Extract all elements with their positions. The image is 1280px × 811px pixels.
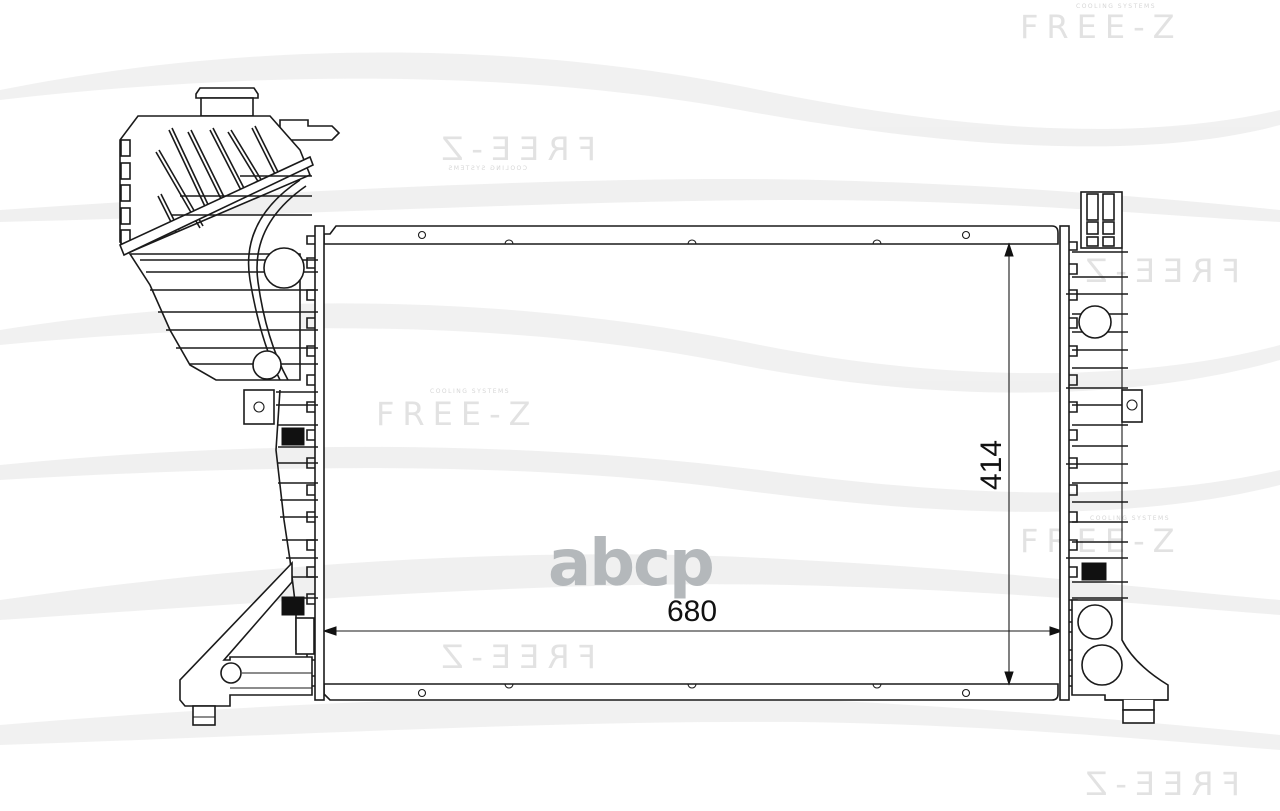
left-side-tank: [179, 225, 325, 726]
lower-hose-port: [252, 350, 282, 380]
left-bottom-peg: [192, 705, 216, 726]
radiator-core: [323, 225, 1059, 701]
left-bottom-port: [220, 662, 242, 684]
watermark-mirrored-4: FREE-Z: [1077, 765, 1240, 803]
svg-text:FREE-Z: FREE-Z: [376, 395, 539, 433]
bottom-tank-bar: [323, 683, 1059, 701]
right-upper-port: [1078, 305, 1112, 339]
height-dimension-label: 414: [975, 440, 1008, 490]
watermark-center-left: COOLING SYSTEMS FREE-Z: [376, 388, 539, 433]
watermark-mirrored-1: FREE-Z: [433, 130, 596, 168]
svg-text:FREE-Z: FREE-Z: [433, 130, 596, 168]
top-tank-bar: [323, 225, 1059, 245]
right-drain-port: [1077, 604, 1113, 640]
svg-text:FREE-Z: FREE-Z: [1020, 522, 1183, 560]
right-bottom-peg: [1122, 709, 1155, 724]
svg-text:FREE-Z: FREE-Z: [433, 638, 596, 676]
filler-cap: [195, 87, 259, 99]
watermark-mirrored-2: FREE-Z: [1077, 252, 1240, 290]
svg-text:FREE-Z: FREE-Z: [1077, 765, 1240, 803]
svg-text:COOLING SYSTEMS: COOLING SYSTEMS: [430, 388, 510, 395]
watermark-mirrored-3: FREE-Z: [433, 638, 596, 676]
expansion-tank: [118, 87, 341, 381]
left-mount-block-bottom: [281, 596, 305, 616]
svg-text:COOLING SYSTEMS: COOLING SYSTEMS: [1076, 3, 1156, 10]
watermark-top-right: COOLING SYSTEMS FREE-Z: [1020, 3, 1183, 46]
svg-text:COOLING SYSTEMS: COOLING SYSTEMS: [447, 165, 527, 172]
right-lower-hose-port: [1081, 644, 1123, 686]
right-mount-block: [1081, 562, 1107, 581]
width-dimension-label: 680: [667, 595, 717, 628]
left-mount-block-top: [281, 427, 305, 446]
dimension-height: 414: [975, 242, 1014, 686]
svg-text:FREE-Z: FREE-Z: [1020, 8, 1183, 46]
svg-text:FREE-Z: FREE-Z: [1077, 252, 1240, 290]
dimension-width: 680: [322, 595, 1064, 636]
upper-hose-port: [263, 247, 305, 289]
abcp-logo: abcp: [548, 527, 713, 601]
svg-text:COOLING SYSTEMS: COOLING SYSTEMS: [1090, 515, 1170, 522]
watermark-mirrored-1-tagline: COOLING SYSTEMS: [447, 165, 527, 172]
right-side-tank: [1059, 191, 1169, 724]
watermark-right-mid: COOLING SYSTEMS FREE-Z: [1020, 515, 1183, 560]
